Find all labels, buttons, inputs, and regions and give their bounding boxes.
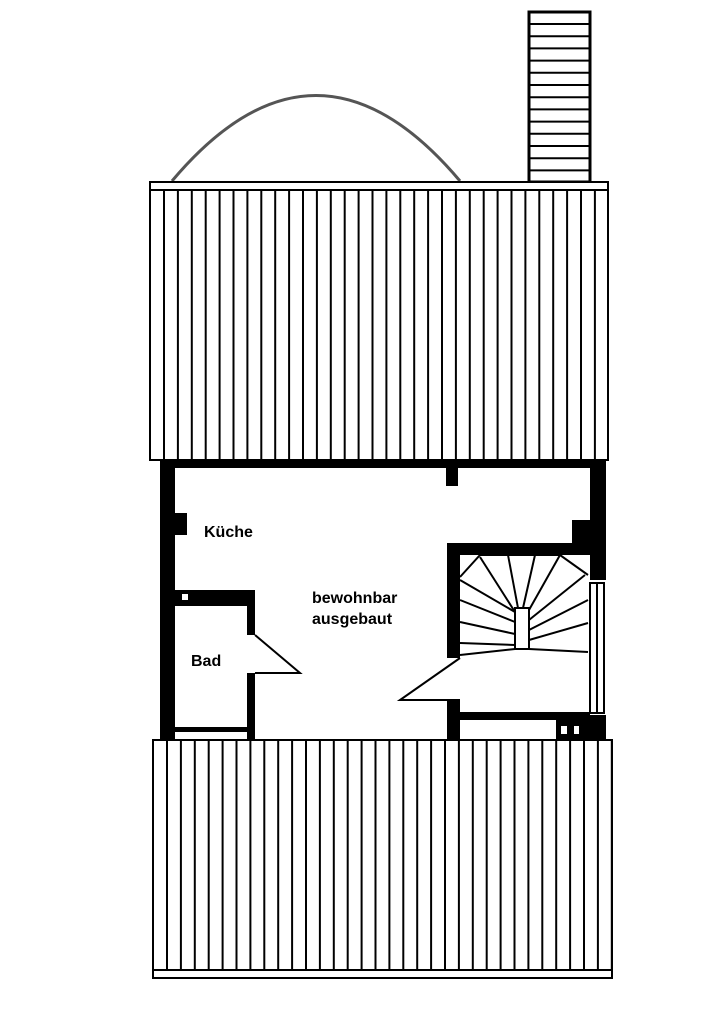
- stair-tread: [528, 554, 561, 611]
- stair-tread: [528, 648, 589, 653]
- spiral-staircase: [459, 554, 589, 656]
- stair-tread: [459, 642, 516, 646]
- room-label-kitchen: Küche: [204, 524, 253, 541]
- stair-tread: [459, 621, 516, 635]
- walls: [160, 460, 606, 740]
- room-label-bath: Bad: [191, 653, 221, 670]
- stair-tread: [528, 574, 586, 621]
- roof-top: [149, 181, 609, 461]
- stair-tread: [507, 554, 519, 609]
- stair-tread: [459, 599, 516, 623]
- stair-door-swing: [396, 657, 461, 701]
- roof-bottom: [152, 739, 613, 979]
- stair-tread: [528, 599, 589, 631]
- room-label-living-line2: ausgebaut: [312, 611, 393, 628]
- stair-tread: [459, 648, 516, 656]
- dome-arc: [170, 94, 462, 182]
- stair-tread: [528, 622, 589, 641]
- bath-door-swing: [254, 634, 303, 674]
- stair-tread: [479, 556, 516, 613]
- room-label-living-line1: bewohnbar: [312, 590, 397, 607]
- stair-tread: [459, 579, 516, 613]
- chimney: [527, 10, 592, 184]
- stair-railing: [589, 582, 605, 714]
- stair-tread: [522, 554, 536, 609]
